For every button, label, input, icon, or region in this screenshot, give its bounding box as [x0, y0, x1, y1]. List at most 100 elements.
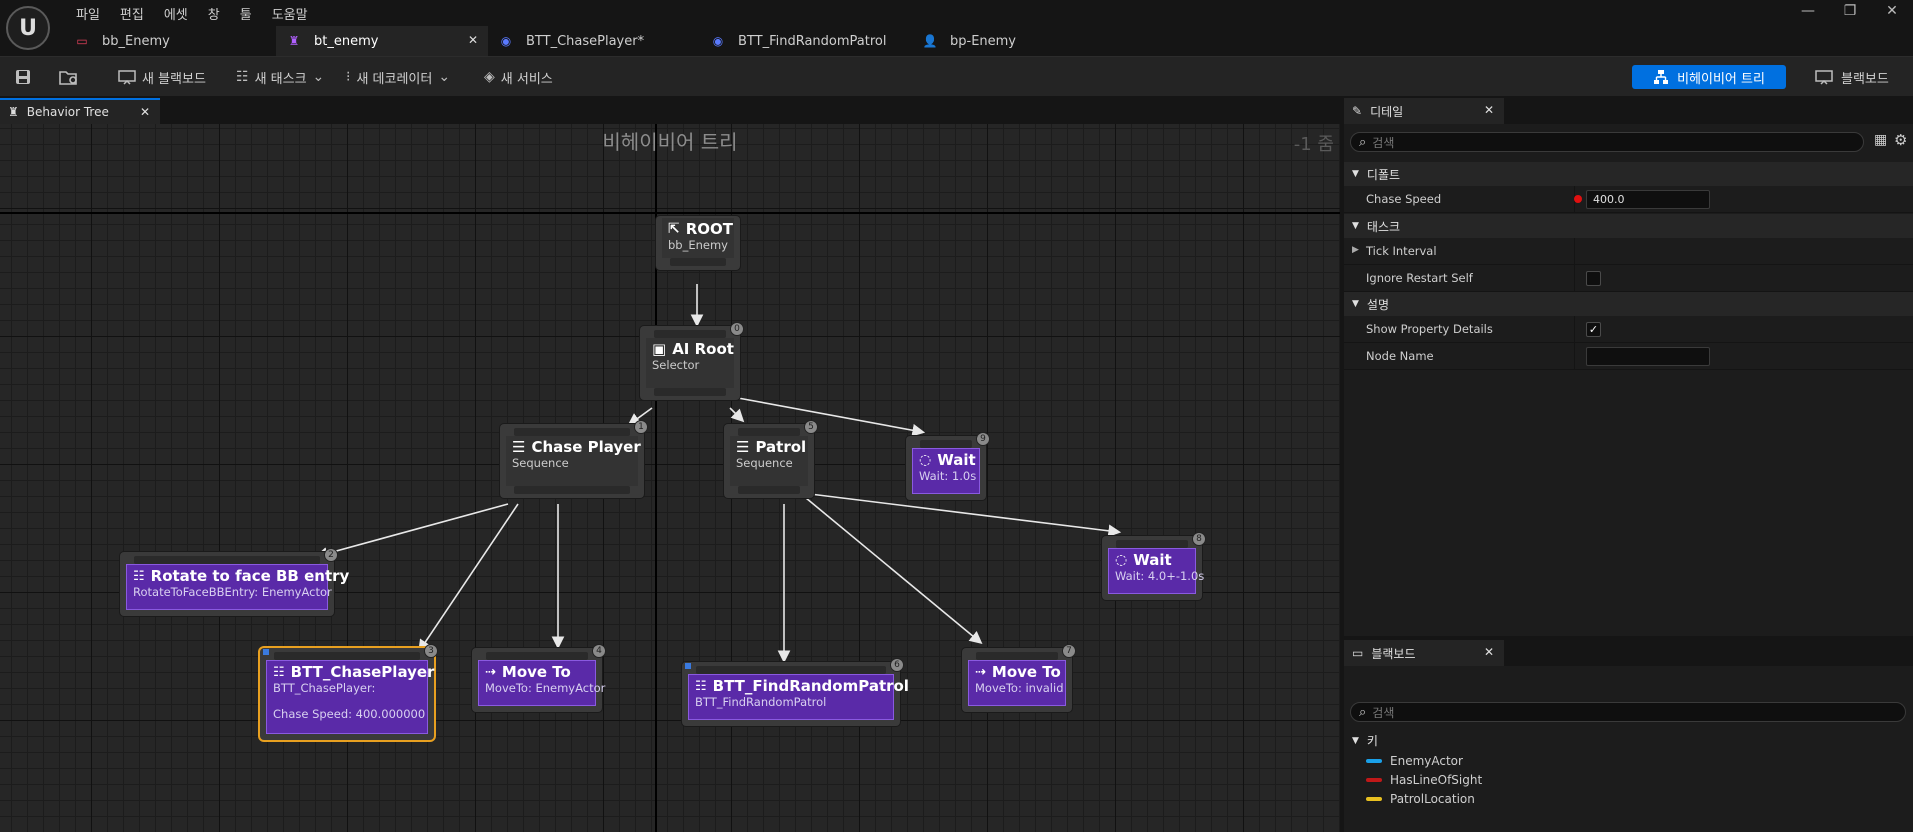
tab-bt-enemy[interactable]: ♜ bt_enemy ✕ [276, 26, 488, 56]
behavior-tree-icon: ♜ [8, 105, 19, 119]
input-pin[interactable] [920, 440, 972, 448]
execution-index-badge: 3 [424, 644, 438, 658]
execution-index-badge: 0 [730, 322, 744, 336]
search-icon: ⌕ [1359, 134, 1367, 150]
close-tab-icon[interactable]: ✕ [1483, 103, 1494, 117]
chase-speed-input[interactable]: 400.0 [1586, 190, 1710, 209]
category-label: 디폴트 [1366, 167, 1401, 182]
category-task[interactable]: ▼ 태스크 [1344, 214, 1913, 238]
ignore-restart-checkbox[interactable] [1586, 271, 1601, 286]
node-ai-root[interactable]: ▣AI Root Selector 0 [640, 322, 744, 400]
category-default[interactable]: ▼ 디폴트 [1344, 162, 1913, 186]
category-description[interactable]: ▼ 설명 [1344, 292, 1913, 316]
output-pin[interactable] [738, 486, 800, 494]
task-list-icon: ☷ [236, 69, 249, 85]
new-decorator-button[interactable]: ⁝ 새 데코레이터 ⌄ [346, 65, 450, 89]
root-icon: ⇱ [668, 221, 680, 237]
tab-bb-enemy[interactable]: ▭ bb_Enemy [64, 26, 276, 56]
behavior-tree-icon [1654, 70, 1669, 84]
new-task-button[interactable]: ☷ 새 태스크 ⌄ [236, 65, 324, 89]
node-patrol[interactable]: ☰Patrol Sequence 5 [724, 420, 818, 498]
input-pin[interactable] [654, 330, 726, 338]
node-wait-1[interactable]: ◌Wait Wait: 1.0s 9 [906, 432, 990, 500]
tab-behavior-tree-graph[interactable]: ♜ Behavior Tree ✕ [0, 98, 160, 124]
node-title: Wait [937, 451, 976, 469]
behavior-tree-graph[interactable]: 비헤이비어 트리 -1 줌 ⇱ROOT bb_Enemy [0, 124, 1340, 832]
show-property-details-checkbox[interactable]: ✓ [1586, 322, 1601, 337]
unreal-logo-icon[interactable]: U [6, 6, 50, 50]
tab-bp-enemy[interactable]: 👤 bp-Enemy [912, 26, 1124, 56]
blackboard-key-haslineofsight[interactable]: HasLineOfSight [1366, 773, 1482, 787]
blackboard-key-enemyactor[interactable]: EnemyActor [1366, 754, 1463, 768]
output-pin[interactable] [654, 388, 726, 396]
execution-index-badge: 1 [634, 420, 648, 434]
menu-edit[interactable]: 편집 [119, 8, 144, 23]
input-pin[interactable] [976, 652, 1058, 660]
node-move-to-invalid[interactable]: ⇢Move To MoveTo: invalid 7 [962, 644, 1076, 712]
expand-arrow-right-icon[interactable]: ▶ [1352, 245, 1359, 255]
node-rotate-to-face-bb-entry[interactable]: ☷Rotate to face BB entry RotateToFaceBBE… [120, 548, 349, 616]
menu-tools[interactable]: 툴 [239, 8, 252, 23]
node-root[interactable]: ⇱ROOT bb_Enemy [656, 216, 740, 270]
new-blackboard-button[interactable]: 새 블랙보드 [118, 65, 206, 89]
output-pin[interactable] [670, 258, 726, 266]
output-pin[interactable] [514, 486, 630, 494]
close-window-button[interactable]: ✕ [1886, 3, 1898, 19]
input-pin[interactable] [274, 652, 420, 660]
menu-window[interactable]: 창 [207, 8, 220, 23]
node-wait-2[interactable]: ◌Wait Wait: 4.0+-1.0s 8 [1102, 532, 1206, 600]
close-tab-icon[interactable]: ✕ [139, 105, 150, 119]
node-title: AI Root [672, 340, 734, 358]
node-subtitle: Sequence [512, 456, 569, 470]
blackboard-search-input[interactable]: ⌕ 검색 [1350, 702, 1906, 722]
node-move-to-enemy[interactable]: ⇢Move To MoveTo: EnemyActor 4 [472, 644, 606, 712]
behavior-tree-mode-label: 비헤이비어 트리 [1677, 71, 1765, 87]
save-button[interactable] [14, 65, 32, 89]
input-pin[interactable] [134, 556, 320, 564]
keys-label: 키 [1366, 734, 1378, 748]
tab-blackboard[interactable]: ▭ 블랙보드 ✕ [1344, 640, 1504, 666]
blackboard-key-patrollocation[interactable]: PatrolLocation [1366, 792, 1475, 806]
browse-button[interactable] [58, 65, 80, 89]
tab-btt-chaseplayer[interactable]: ◉ BTT_ChasePlayer* [488, 26, 700, 56]
node-title: ROOT [685, 220, 734, 238]
node-name-input[interactable] [1586, 347, 1710, 366]
chevron-down-icon: ⌄ [438, 69, 451, 85]
grid-view-icon[interactable]: ▦ [1874, 132, 1888, 148]
menu-help[interactable]: 도움말 [271, 8, 308, 23]
close-tab-icon[interactable]: ✕ [1483, 645, 1494, 659]
new-service-button[interactable]: ◈ 새 서비스 [484, 65, 553, 89]
graph-tab-label: Behavior Tree [26, 105, 109, 119]
keys-category[interactable]: ▼ 키 [1352, 732, 1378, 749]
input-pin[interactable] [514, 428, 630, 436]
input-pin[interactable] [1116, 540, 1188, 548]
task-icon: ☷ [133, 568, 145, 584]
node-btt-findrandompatrol[interactable]: ☷BTT_FindRandomPatrol BTT_FindRandomPatr… [682, 658, 909, 726]
restore-button[interactable]: ❐ [1843, 3, 1857, 19]
tab-btt-findrandompatrol[interactable]: ◉ BTT_FindRandomPatrol [700, 26, 912, 56]
execution-index-badge: 6 [890, 658, 904, 672]
search-placeholder: 검색 [1372, 705, 1395, 720]
node-chase-player[interactable]: ☰Chase Player Sequence 1 [500, 420, 648, 498]
document-tabs: ▭ bb_Enemy ♜ bt_enemy ✕ ◉ BTT_ChasePlaye… [64, 26, 1124, 56]
task-icon: ☷ [273, 664, 285, 680]
minimize-button[interactable]: — [1801, 3, 1815, 19]
blackboard-mode-button[interactable]: 블랙보드 [1815, 65, 1889, 89]
tab-details[interactable]: ✎ 디테일 ✕ [1344, 98, 1504, 124]
close-tab-icon[interactable]: ✕ [467, 33, 478, 47]
blackboard-asset-icon: ▭ [76, 34, 88, 48]
settings-gear-icon[interactable]: ⚙ [1894, 131, 1908, 149]
input-pin[interactable] [738, 428, 800, 436]
behavior-tree-mode-button[interactable]: 비헤이비어 트리 [1632, 65, 1786, 89]
property-name: Show Property Details [1366, 322, 1493, 336]
execution-index-badge: 2 [324, 548, 338, 562]
blackboard-icon: ▭ [1352, 646, 1364, 660]
menu-file[interactable]: 파일 [76, 8, 100, 23]
node-title: BTT_FindRandomPatrol [712, 677, 909, 695]
menu-asset[interactable]: 에셋 [163, 8, 188, 23]
input-pin[interactable] [696, 666, 886, 674]
main-menu: 파일 편집 에셋 창 툴 도움말 [66, 2, 318, 25]
details-search-input[interactable]: ⌕ 검색 [1350, 132, 1864, 152]
input-pin[interactable] [486, 652, 588, 660]
node-btt-chaseplayer[interactable]: ☷BTT_ChasePlayer BTT_ChasePlayer: Chase … [260, 644, 438, 740]
